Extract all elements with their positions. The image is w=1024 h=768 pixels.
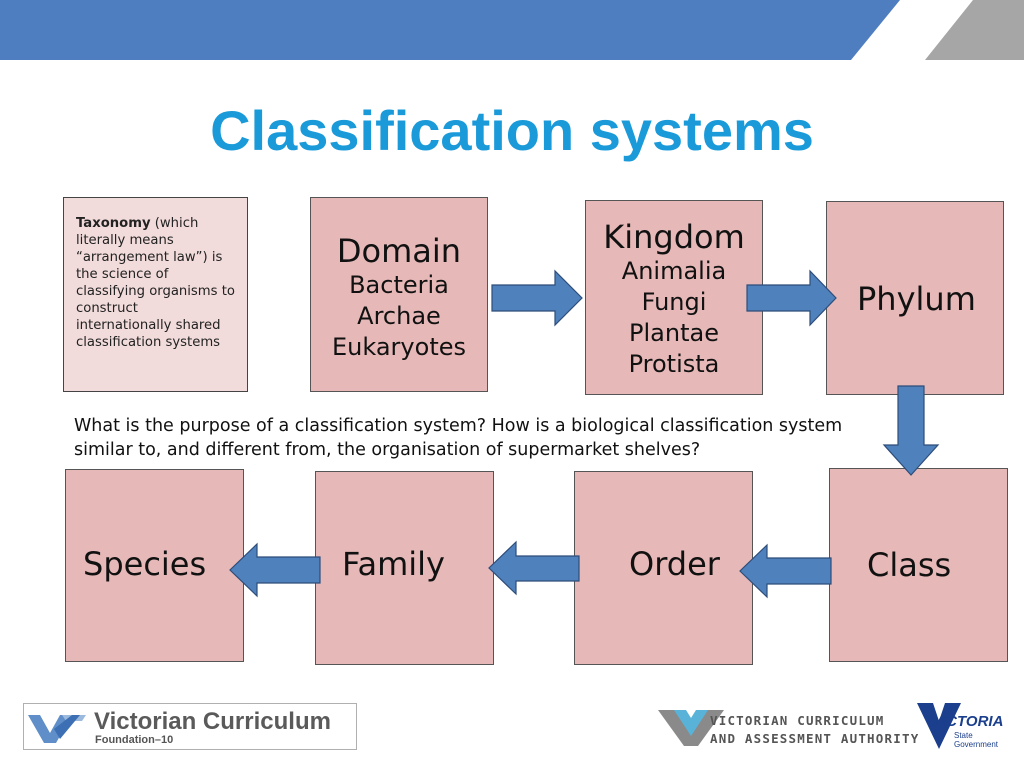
species-box: Species — [65, 469, 244, 662]
phylum-box: Phylum — [826, 201, 1004, 395]
discussion-question: What is the purpose of a classification … — [74, 416, 843, 460]
species-label: Species — [83, 545, 207, 583]
domain-item: Archae — [357, 302, 441, 330]
family-box: Family — [315, 471, 494, 665]
arrow-left-icon — [739, 543, 832, 599]
domain-label: Domain — [336, 232, 462, 270]
vcaa-logo-icon — [658, 710, 724, 746]
order-label: Order — [629, 545, 720, 583]
phylum-label: Phylum — [857, 280, 976, 318]
vcaa-logo-text: VICTORIAN CURRICULUM AND ASSESSMENT AUTH… — [710, 712, 919, 748]
arrow-left-icon — [229, 542, 321, 598]
victoria-name: VICTORIA — [932, 713, 1004, 730]
kingdom-item: Protista — [628, 350, 720, 378]
vc-logo-title: Victorian Curriculum — [94, 708, 331, 735]
taxonomy-definition-box: Taxonomy (which literally means “arrange… — [63, 197, 248, 392]
arrow-down-icon — [882, 385, 940, 476]
kingdom-item: Plantae — [629, 319, 719, 347]
domain-box: Domain Bacteria Archae Eukaryotes — [310, 197, 488, 392]
vcaa-line-2: AND ASSESSMENT AUTHORITY — [710, 731, 920, 746]
domain-item: Bacteria — [349, 271, 449, 299]
class-label: Class — [867, 546, 952, 584]
taxonomy-term: Taxonomy — [76, 216, 151, 231]
kingdom-label: Kingdom — [603, 218, 745, 256]
victorian-curriculum-logo: Victorian Curriculum Foundation–10 — [23, 703, 357, 750]
taxonomy-definition: (which literally means “arrangement law”… — [76, 216, 235, 350]
vc-logo-subtitle: Foundation–10 — [95, 734, 174, 746]
class-box: Class — [829, 468, 1008, 662]
arrow-right-icon — [491, 269, 583, 327]
domain-item: Eukaryotes — [332, 333, 466, 361]
vc-chevron-icon — [28, 715, 86, 743]
top-banner — [0, 0, 1024, 60]
kingdom-item: Fungi — [641, 288, 707, 316]
victoria-sub-line: Government — [954, 740, 999, 749]
page-title: Classification systems — [210, 99, 814, 162]
order-box: Order — [574, 471, 753, 665]
kingdom-box: Kingdom Animalia Fungi Plantae Protista — [585, 200, 763, 395]
arrow-right-icon — [746, 269, 837, 327]
victoria-sub-line: State — [954, 731, 973, 740]
arrow-left-icon — [488, 540, 580, 596]
kingdom-item: Animalia — [621, 257, 727, 285]
victoria-state-logo-icon — [917, 703, 961, 749]
victoria-subtitle: State Government — [954, 731, 998, 749]
family-label: Family — [342, 545, 445, 583]
vcaa-line-1: VICTORIAN CURRICULUM — [710, 713, 885, 728]
